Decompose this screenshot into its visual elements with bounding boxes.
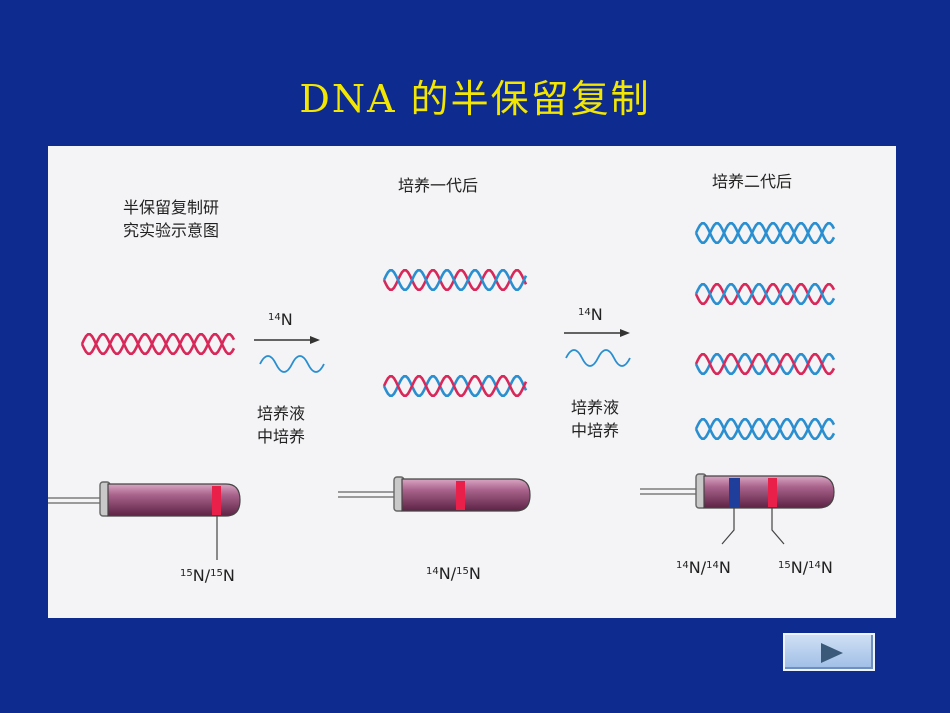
dna-strand-a	[382, 375, 528, 397]
dna-strand-b	[80, 333, 236, 355]
dna-strand-a	[694, 283, 836, 305]
band-label: 14N/15N	[426, 564, 481, 583]
dna-strand-a	[694, 418, 836, 440]
dna-strand-b	[382, 375, 528, 397]
next-slide-button[interactable]	[783, 633, 875, 671]
gen2-dna-helix-4	[694, 418, 836, 440]
arrow-icon	[564, 329, 630, 337]
medium-label: 培养液 中培养	[571, 398, 620, 440]
gen2-label: 培养二代后	[712, 172, 793, 191]
gen1-label: 培养一代后	[398, 176, 479, 195]
experiment-label: 半保留复制研 究实验示意图	[123, 198, 220, 240]
play-triangle-icon	[821, 643, 843, 663]
gen1-dna-helix-1	[382, 269, 528, 291]
centrifuge-tube-gen1	[338, 476, 531, 512]
arrow-icon	[254, 336, 320, 344]
dna-strand-b	[694, 283, 836, 305]
dna-strand-a	[694, 353, 836, 375]
band-label: 15N/15N	[180, 566, 235, 585]
centrifuge-tube-gen2	[640, 473, 835, 545]
band-label: 14N/14N	[676, 558, 731, 577]
medium-label: 培养液 中培养	[257, 404, 306, 446]
n14-wave-icon	[259, 355, 325, 373]
gen2-dna-helix-3	[694, 353, 836, 375]
parent-dna-helix	[80, 333, 236, 355]
dna-band-hybrid	[768, 478, 777, 507]
dna-band-heavy	[212, 486, 221, 515]
isotope-label: 14N	[268, 310, 293, 329]
dna-strand-a	[382, 269, 528, 291]
gen1-dna-helix-2	[382, 375, 528, 397]
n14-wave-icon	[565, 349, 631, 367]
gen2-dna-helix-1	[694, 222, 836, 244]
diagram-panel: 半保留复制研 究实验示意图 培养一代后 培养二代后 14N 培养液 中培养 14…	[48, 146, 896, 618]
dna-strand-b	[382, 269, 528, 291]
diagram-art	[48, 222, 836, 560]
dna-strand-b	[694, 418, 836, 440]
dna-band-hybrid	[456, 481, 465, 510]
dna-strand-b	[694, 222, 836, 244]
centrifuge-tube-parent	[48, 481, 241, 560]
dna-strand-a	[694, 222, 836, 244]
dna-band-light	[729, 478, 740, 507]
band-label: 15N/14N	[778, 558, 833, 577]
dna-strand-b	[694, 353, 836, 375]
gen2-dna-helix-2	[694, 283, 836, 305]
page-title: DNA 的半保留复制	[299, 77, 651, 121]
isotope-label: 14N	[578, 305, 603, 324]
